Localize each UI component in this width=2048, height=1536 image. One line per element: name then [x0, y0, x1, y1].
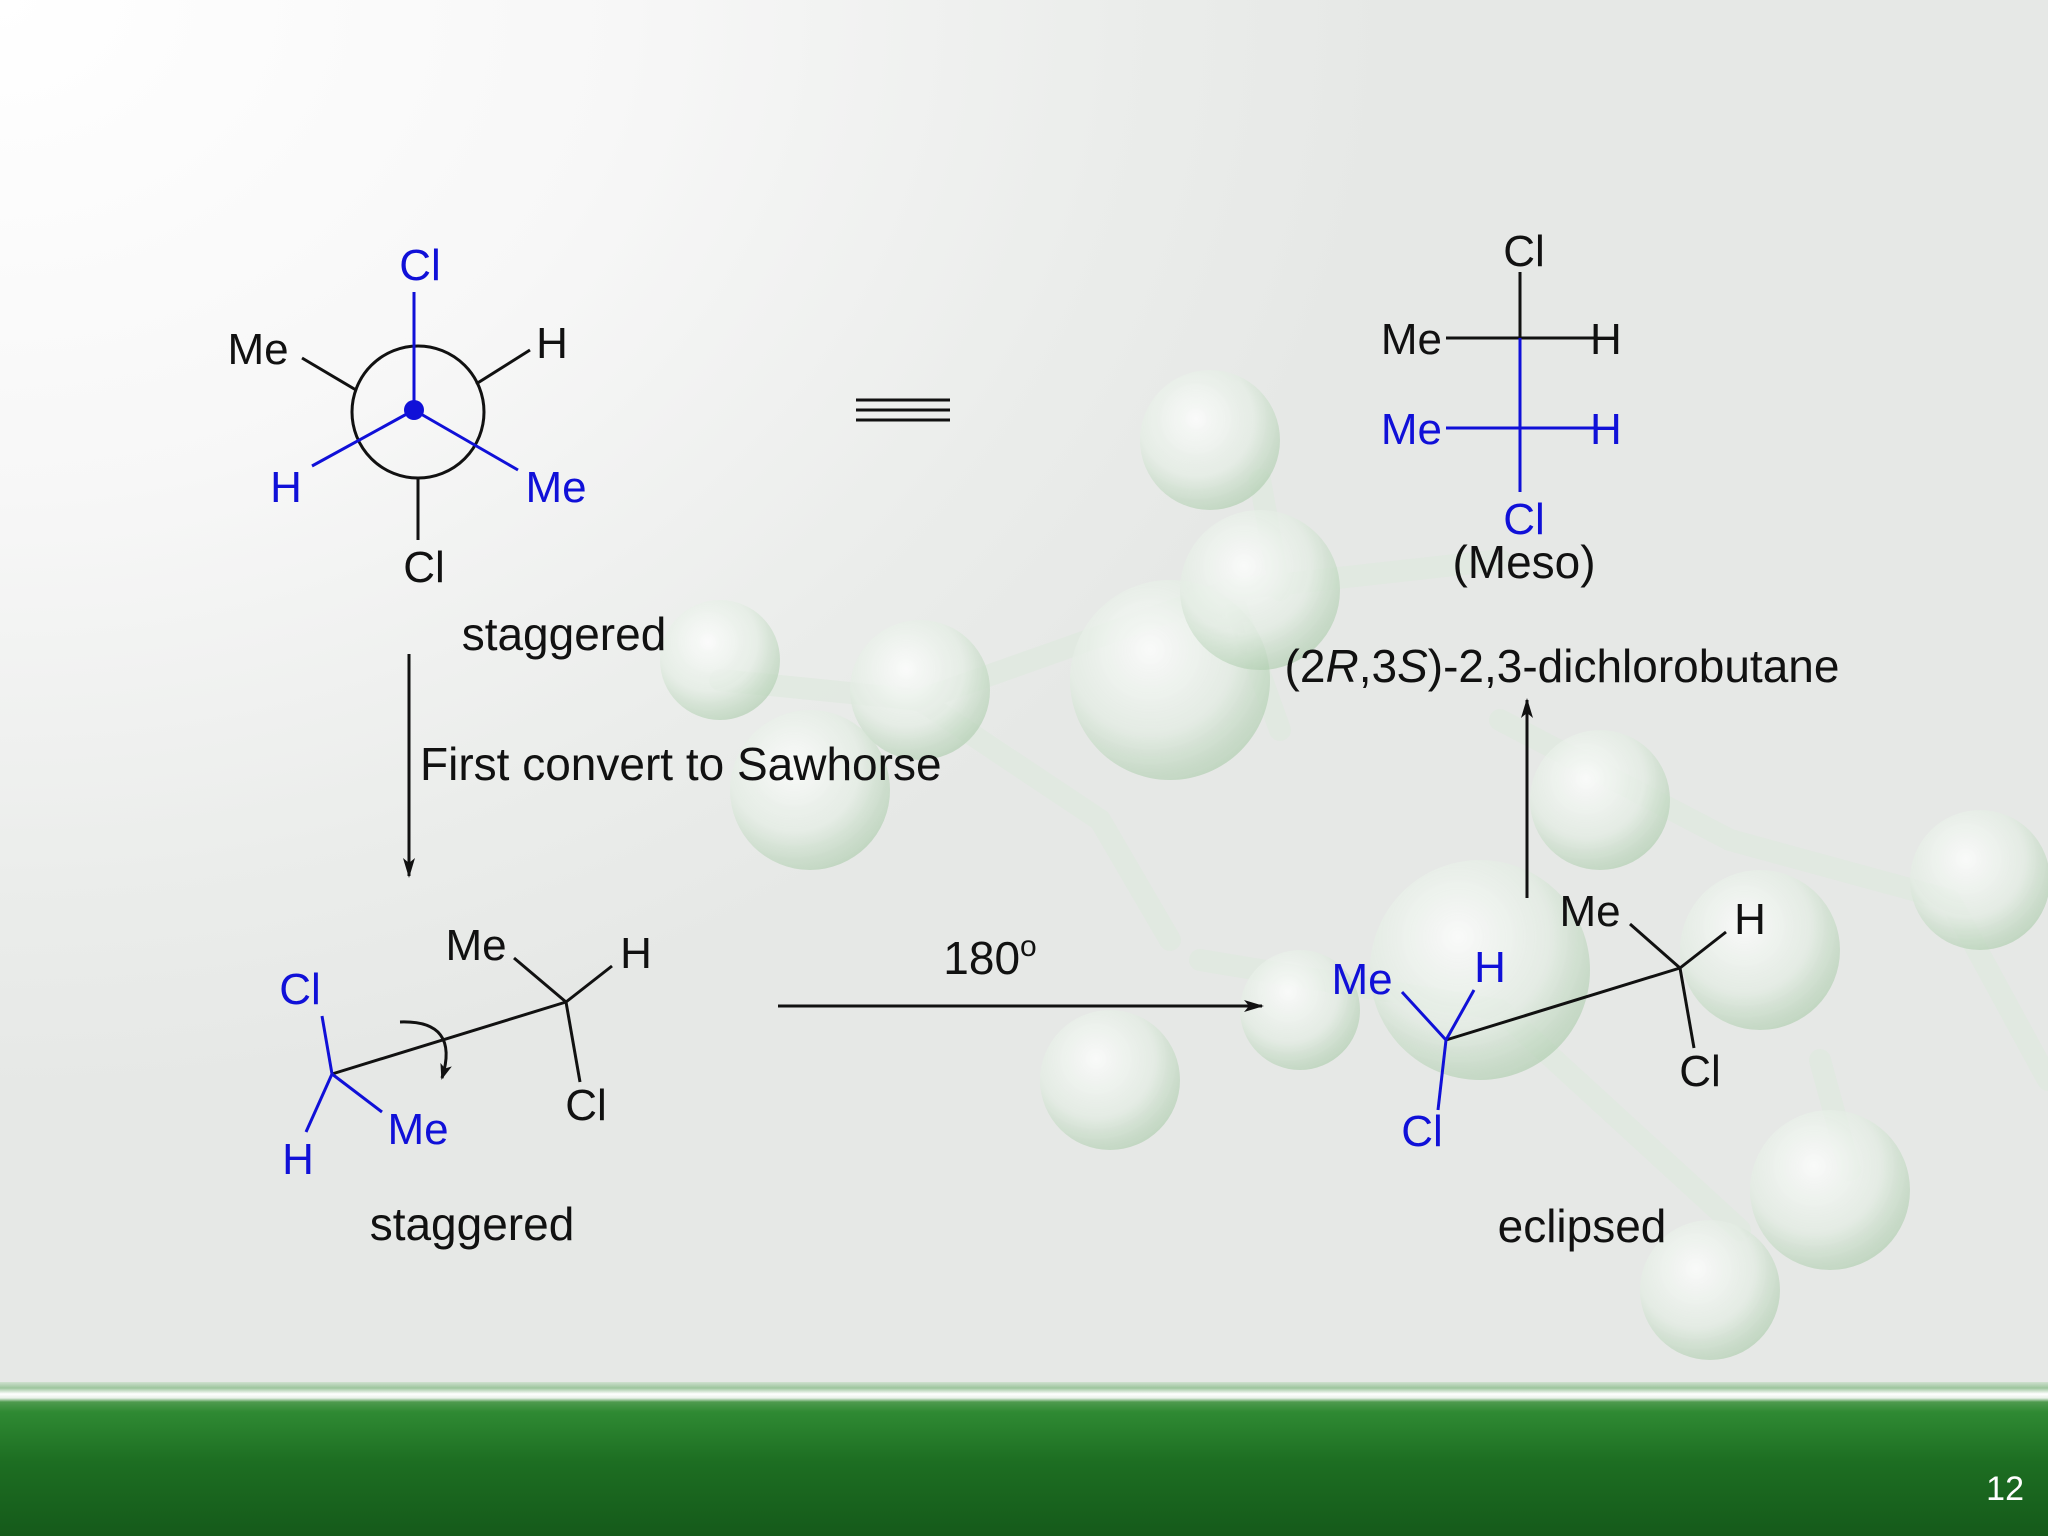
compound-name: (2R,3S)-2,3-dichlorobutane	[1285, 640, 1840, 692]
sawhorse-eclipsed-cc-bond	[1445, 966, 1681, 1042]
sawhorse-staggered-front-lower-label: H	[282, 1135, 314, 1184]
sawhorse-eclipsed-caption: eclipsed	[1498, 1200, 1667, 1252]
sawhorse-staggered-cc-bond	[331, 1000, 567, 1076]
newman-back-bottom-label: Cl	[403, 543, 445, 592]
sawhorse-eclipsed-back-right-label: H	[1734, 895, 1766, 944]
newman-caption: staggered	[462, 608, 667, 660]
fischer-upper-left-label: Me	[1381, 315, 1442, 364]
sawhorse-staggered-back-left-label: Me	[445, 921, 506, 970]
sawhorse-eclipsed-front-left-label: Me	[1331, 955, 1392, 1004]
fischer-projection: Cl Me H Me H Cl (Meso)	[1381, 227, 1622, 588]
fischer-bottom-label: Cl	[1503, 495, 1545, 544]
sawhorse-staggered-front-upper-label: Cl	[279, 965, 321, 1014]
newman-bond-front-h	[311, 408, 415, 468]
newman-front-top-label: Cl	[399, 241, 441, 290]
sawhorse-staggered-front-right-label: Me	[387, 1105, 448, 1154]
molecule-background	[660, 370, 2048, 1360]
sawhorse-eclipsed-front-bottom-label: Cl	[1401, 1107, 1443, 1156]
sawhorse-staggered-bond-front-cl	[320, 1015, 334, 1075]
sawhorse-staggered-bond-back-me	[513, 956, 567, 1004]
newman-bond-back-me	[301, 356, 357, 392]
sawhorse-staggered-back-bottom-label: Cl	[565, 1081, 607, 1130]
equivalence-symbol	[856, 398, 950, 422]
fischer-top-label: Cl	[1503, 227, 1545, 276]
newman-back-upper-right-label: H	[536, 319, 568, 368]
sawhorse-eclipsed-bond-back-cl	[1678, 967, 1696, 1049]
sawhorse-eclipsed-bond-back-me	[1629, 922, 1681, 970]
sawhorse-eclipsed-back-left-label: Me	[1559, 887, 1620, 936]
sawhorse-staggered-bond-front-me	[331, 1072, 383, 1114]
newman-back-upper-left-label: Me	[227, 325, 288, 374]
fischer-lower-left-label: Me	[1381, 405, 1442, 454]
newman-bond-back-h	[475, 348, 531, 386]
sawhorse-eclipsed-back-bottom-label: Cl	[1679, 1047, 1721, 1096]
fischer-upper-right-label: H	[1590, 315, 1622, 364]
sawhorse-staggered-caption: staggered	[370, 1198, 575, 1250]
fischer-lower-right-label: H	[1590, 405, 1622, 454]
sawhorse-eclipsed-bond-back-h	[1679, 930, 1727, 970]
sawhorse-staggered-bond-back-cl	[564, 1001, 582, 1083]
rotation-label: 180o	[943, 930, 1036, 984]
newman-front-lower-right-label: Me	[525, 463, 586, 512]
slide-number: 12	[1986, 1470, 2024, 1508]
newman-front-carbon-dot	[404, 400, 424, 420]
newman-front-lower-left-label: H	[270, 463, 302, 512]
newman-bond-front-me	[413, 408, 519, 472]
sawhorse-eclipsed-front-right-label: H	[1474, 943, 1506, 992]
sawhorse-staggered: Cl H Me Me H Cl staggered	[279, 921, 652, 1250]
fischer-meso-label: (Meso)	[1452, 536, 1595, 588]
sawhorse-eclipsed-bond-front-h	[1444, 989, 1476, 1041]
sawhorse-eclipsed-bond-front-me	[1400, 990, 1448, 1042]
sawhorse-eclipsed-bond-front-cl	[1436, 1039, 1448, 1111]
sawhorse-staggered-bond-back-h	[565, 964, 613, 1004]
rotation-curved-arrow	[399, 1020, 452, 1080]
newman-projection: Cl Me H H Me Cl staggered	[227, 241, 666, 660]
footer-band	[0, 1382, 2048, 1536]
convert-step-label: First convert to Sawhorse	[420, 738, 942, 790]
sawhorse-eclipsed: Me H Cl Me H Cl eclipsed	[1331, 887, 1765, 1252]
sawhorse-staggered-back-right-label: H	[620, 929, 652, 978]
sawhorse-staggered-bond-front-h	[304, 1073, 334, 1133]
